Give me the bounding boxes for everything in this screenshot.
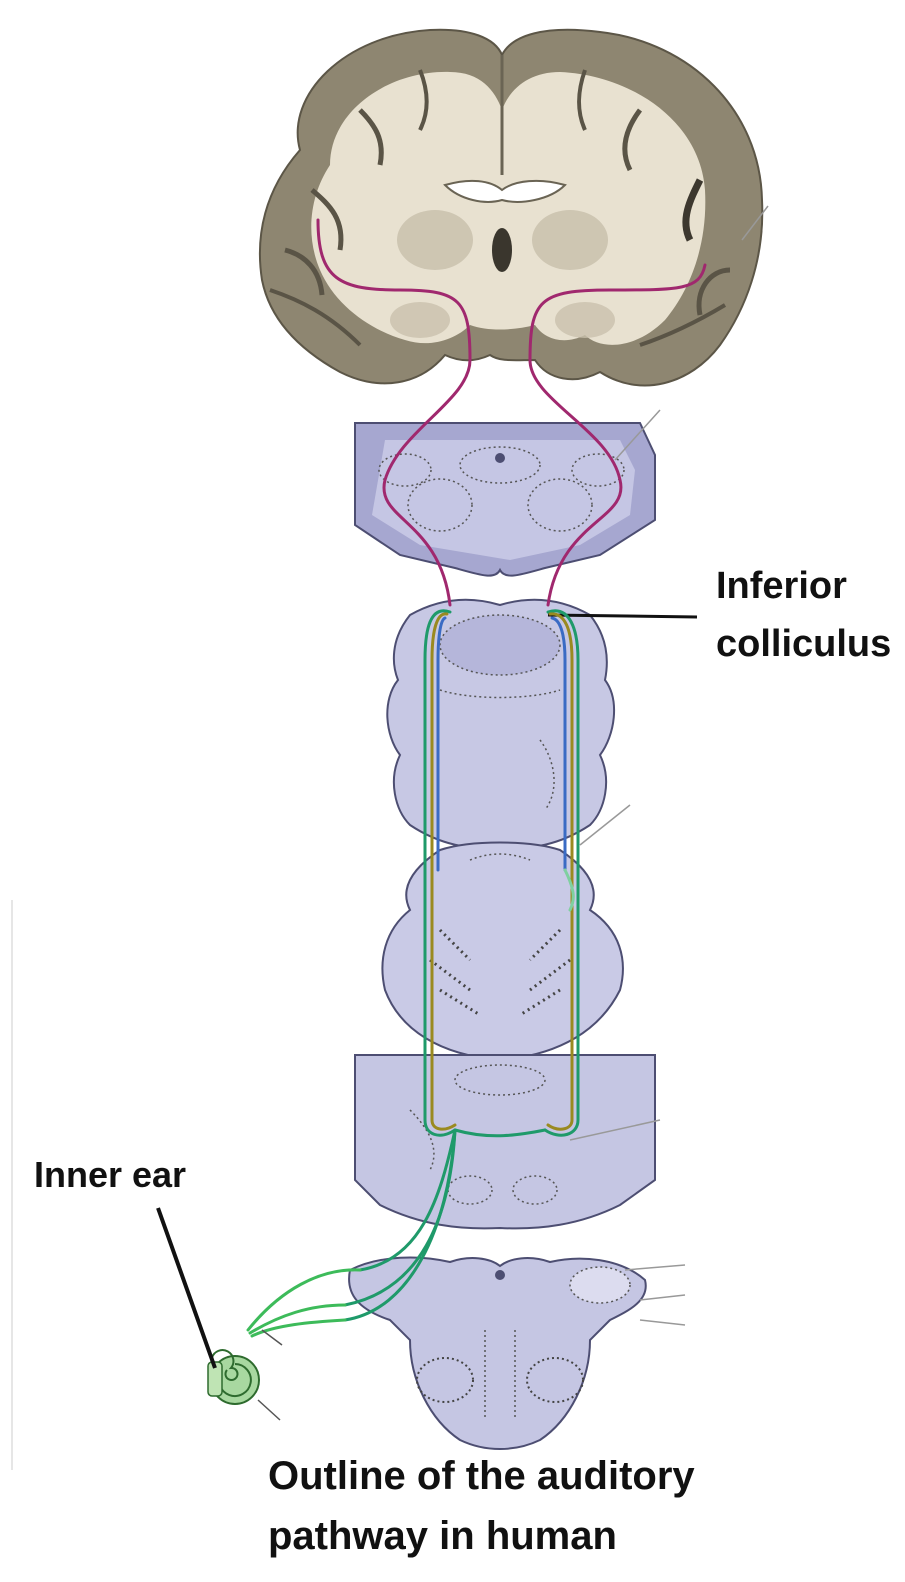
pons-section: [382, 805, 630, 1060]
upper-medulla-section: [355, 1055, 660, 1228]
inner-ear-label: Inner ear: [34, 1152, 186, 1198]
thalamus-level-section: [355, 410, 660, 576]
lower-medulla-section: [349, 1257, 685, 1449]
cerebrum-coronal-section: [260, 30, 768, 386]
figure-caption-line1: Outline of the auditory: [268, 1450, 695, 1502]
cochlea-icon: [208, 1330, 282, 1420]
inferior-colliculus-label-line2: colliculus: [716, 620, 891, 668]
inferior-colliculus-label-line1: Inferior: [716, 562, 847, 610]
inferior-colliculus-pointer-line: [548, 615, 697, 617]
inner-ear-pointer-line: [158, 1208, 215, 1368]
figure-caption-line2: pathway in human: [268, 1510, 617, 1562]
